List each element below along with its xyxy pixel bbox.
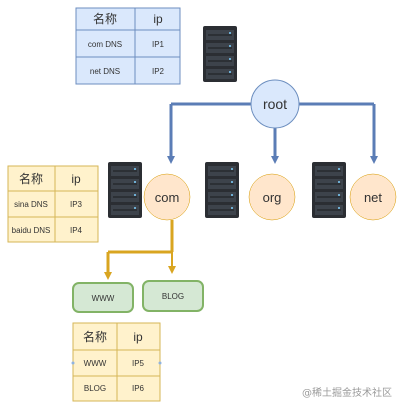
root-table-row-2-ip: IP2 [152, 67, 165, 76]
server-icon [202, 25, 238, 83]
leaf-table-row-1-ip: IP5 [132, 359, 145, 368]
com-table-header-ip: ip [71, 172, 81, 186]
root-node-label: root [263, 96, 287, 112]
root-table-bg [75, 7, 181, 85]
com-dns-table: 名称 ip sina DNS IP3 baidu DNS IP4 [7, 165, 99, 243]
watermark: @稀土掘金技术社区 [302, 388, 392, 399]
org-node-label: org [263, 190, 282, 205]
com-table-row-2-name: baidu DNS [12, 226, 51, 235]
root-connectors [167, 102, 378, 164]
com-table-bg [7, 165, 99, 243]
com-node: com [143, 173, 191, 221]
leaf-dns-table: 名称 ip WWW IP5 BLOG IP6 [71, 322, 162, 402]
com-table-row-1-name: sina DNS [14, 200, 48, 209]
leaf-table-row-2-name: BLOG [84, 384, 106, 393]
com-node-label: com [155, 190, 180, 205]
com-connectors [104, 220, 176, 280]
server-icon [107, 161, 143, 219]
leaf-table-header-ip: ip [133, 330, 143, 344]
com-table-header-name: 名称 [19, 171, 43, 186]
root-table-header-name: 名称 [93, 11, 117, 26]
com-table-row-1-ip: IP3 [70, 200, 83, 209]
net-node: net [349, 173, 397, 221]
org-node: org [248, 173, 296, 221]
com-table-row-2-ip: IP4 [70, 226, 83, 235]
root-dns-table: 名称 ip com DNS IP1 net DNS IP2 [75, 7, 181, 85]
root-node: root [250, 79, 300, 129]
www-box: WWW [72, 282, 134, 313]
leaf-table-row-1-name: WWW [84, 359, 107, 368]
blog-box-label: BLOG [162, 292, 184, 301]
server-icon [311, 161, 347, 219]
www-box-label: WWW [92, 294, 115, 303]
server-icon [204, 161, 240, 219]
leaf-table-row-2-ip: IP6 [132, 384, 145, 393]
root-table-row-1-ip: IP1 [152, 40, 165, 49]
root-table-row-2-name: net DNS [90, 67, 120, 76]
root-table-row-1-name: com DNS [88, 40, 122, 49]
blog-box: BLOG [142, 280, 204, 312]
root-table-header-ip: ip [153, 12, 163, 26]
net-node-label: net [364, 190, 382, 205]
leaf-table-header-name: 名称 [83, 329, 107, 344]
